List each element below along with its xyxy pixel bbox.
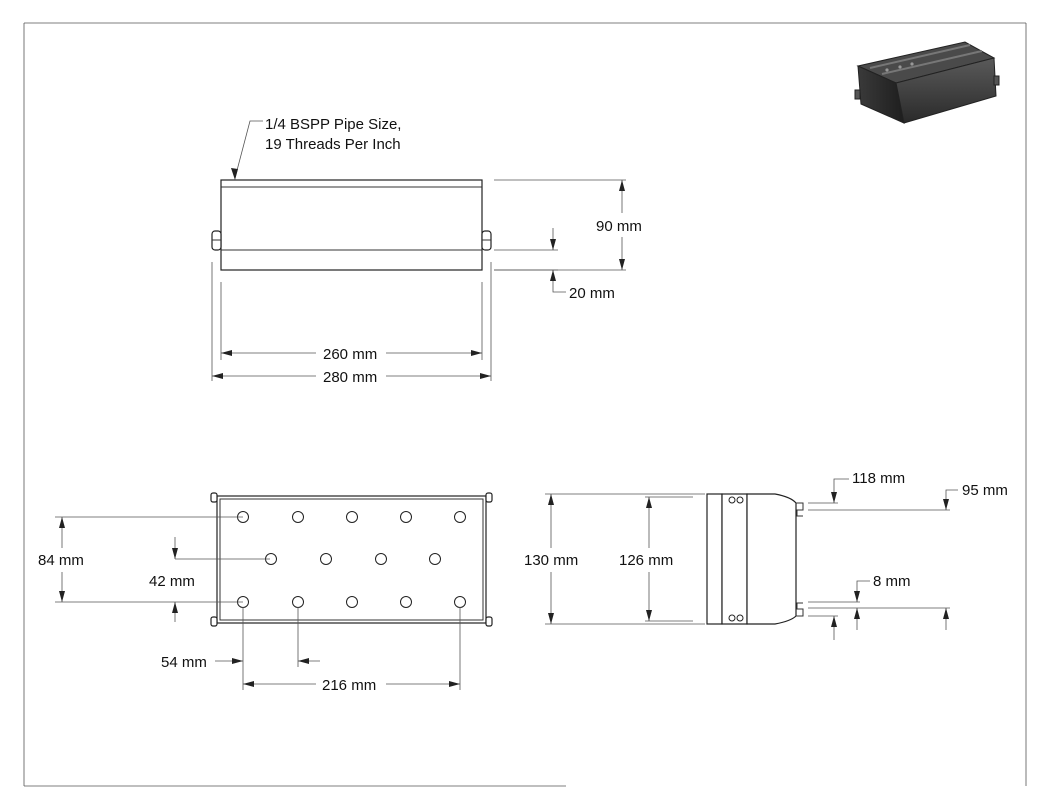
dim-42-label: 42 mm (149, 573, 195, 590)
mounting-hole (375, 553, 387, 565)
mounting-hole (346, 511, 358, 523)
dim-rows (55, 516, 270, 622)
mounting-hole (292, 511, 304, 523)
pipe-note-line1: 1/4 BSPP Pipe Size, (265, 116, 401, 133)
dim-width (545, 493, 705, 625)
mounting-hole (429, 553, 441, 565)
mounting-hole (346, 596, 358, 608)
dim-130-label: 130 mm (524, 552, 578, 569)
dim-columns (215, 607, 461, 690)
dim-126-label: 126 mm (619, 552, 673, 569)
mounting-hole (400, 596, 412, 608)
mounting-hole (454, 596, 466, 608)
sheet-border (23, 22, 1027, 787)
dim-length (211, 262, 492, 381)
mounting-hole-grid (237, 511, 466, 608)
dim-8-label: 8 mm (873, 573, 911, 590)
dim-84-label: 84 mm (38, 552, 84, 569)
dim-20-label: 20 mm (569, 285, 615, 302)
dim-rail (808, 478, 958, 640)
pipe-note-leader (231, 120, 263, 180)
dim-95-label: 95 mm (962, 482, 1008, 499)
dim-280-label: 280 mm (323, 369, 377, 386)
pipe-note-line2: 19 Threads Per Inch (265, 136, 401, 153)
mounting-hole (400, 511, 412, 523)
dim-20 (494, 228, 566, 293)
mounting-hole (454, 511, 466, 523)
side-view (211, 179, 492, 271)
mounting-hole (320, 553, 332, 565)
dim-54-label: 54 mm (161, 654, 207, 671)
dim-260-label: 260 mm (323, 346, 377, 363)
dim-216-label: 216 mm (322, 677, 376, 694)
dim-90-label: 90 mm (596, 218, 642, 235)
dim-118-label: 118 mm (852, 470, 905, 487)
end-view (706, 493, 804, 625)
mounting-hole (292, 596, 304, 608)
isometric-view (854, 41, 1000, 124)
